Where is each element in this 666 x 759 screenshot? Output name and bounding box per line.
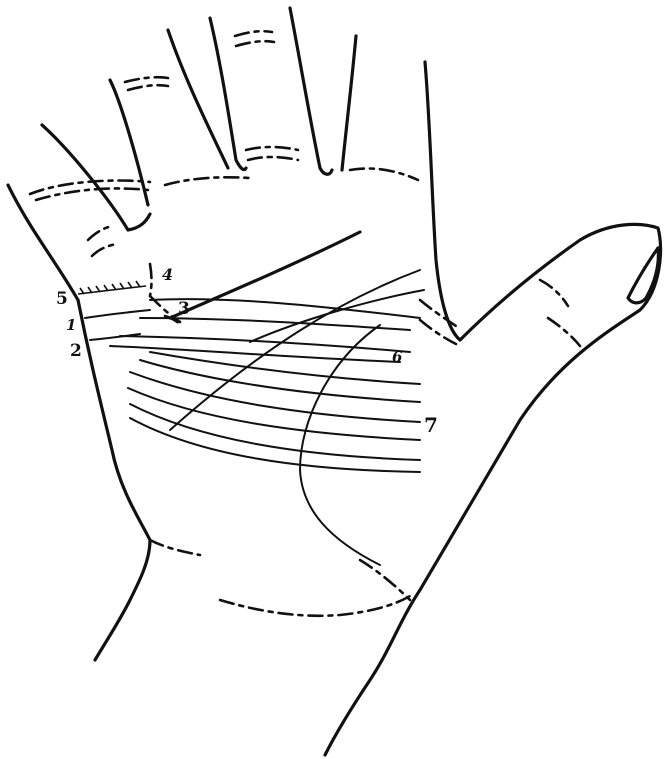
label-1: 1 <box>66 316 76 334</box>
label-2: 2 <box>70 341 82 361</box>
ring-finger-right <box>168 30 228 168</box>
palm-left-edge <box>78 300 150 660</box>
ring-finger-outline <box>110 80 148 205</box>
line-i <box>130 404 420 460</box>
line-b <box>140 318 410 330</box>
hatch-mark <box>78 281 146 294</box>
index-finger-right <box>425 62 460 340</box>
line-short-1 <box>85 310 150 318</box>
line-h <box>128 388 420 440</box>
label-5: 5 <box>56 289 68 309</box>
middle-finger-left <box>210 18 246 170</box>
index-finger-left <box>342 36 356 170</box>
line-fate <box>170 232 360 318</box>
little-finger-tip <box>42 125 150 230</box>
label-7: 7 <box>424 413 438 437</box>
label-4: 4 <box>162 265 173 284</box>
hand-outline <box>8 8 661 755</box>
label-3: 3 <box>178 299 190 319</box>
thumb-outline <box>325 224 661 755</box>
label-6: 6 <box>392 348 403 366</box>
line-g <box>130 372 420 422</box>
line-labels: 5 1 2 4 3 6 7 <box>56 265 438 437</box>
little-finger-outline <box>8 185 78 300</box>
thumb-nail <box>628 248 658 303</box>
